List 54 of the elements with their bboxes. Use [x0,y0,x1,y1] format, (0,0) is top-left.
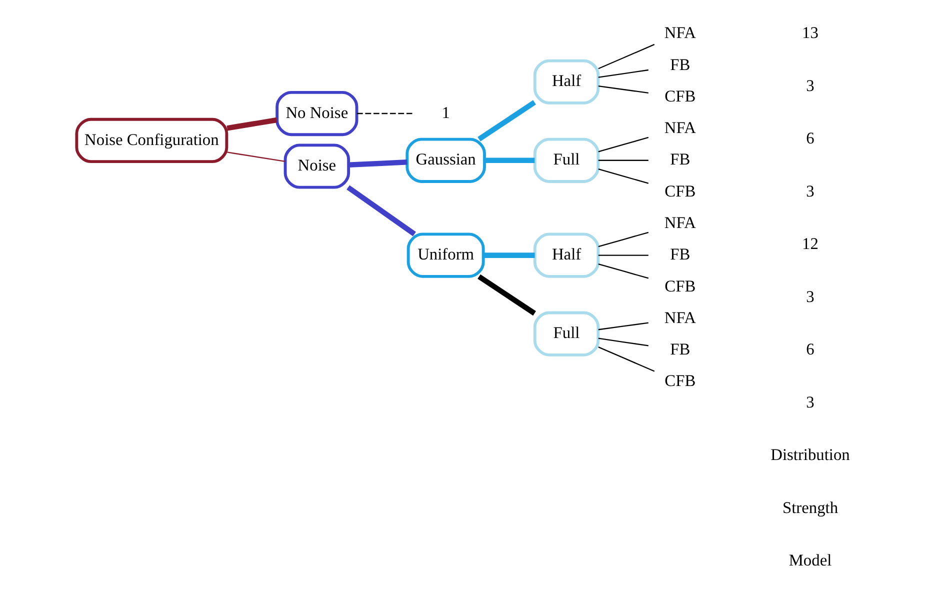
node-text: CFB [664,86,696,106]
node-text: CFB [664,276,696,296]
connector [478,100,536,142]
label: 3 [806,392,814,412]
node-text: CFB [664,371,696,390]
node-text: FB [670,244,690,264]
connector [227,152,286,162]
connector [598,232,649,248]
label: Distribution [770,445,850,464]
node-box: Noise [284,144,350,189]
label: 3 [806,286,814,306]
node-box: Noise Configuration [75,118,228,164]
connector [598,69,648,78]
connector [226,117,278,131]
connector [478,274,536,316]
node-text: FB [670,340,690,359]
node-text: NFA [664,23,696,42]
connector [346,185,416,236]
connector [484,158,535,164]
label: Strength [782,498,838,517]
label: 3 [806,181,814,200]
connector [598,346,655,372]
node-text: FB [670,54,690,74]
connector [598,160,648,161]
node-box: Half [533,59,600,104]
label: 3 [806,76,814,95]
node-box: Full [533,138,600,183]
connector [357,112,414,114]
label: 6 [806,340,814,359]
connector [598,254,648,256]
label: 13 [802,23,818,42]
node-text: 1 [442,102,450,122]
label: Model [788,550,832,570]
connector [598,263,649,279]
node-text: CFB [664,181,696,200]
connector [598,86,648,94]
node-box: Uniform [406,232,485,278]
label: 12 [802,234,818,254]
node-text: FB [670,150,690,169]
node-box: Full [533,311,600,356]
node-box: No Noise [276,90,358,136]
connector [598,338,648,346]
node-box: Half [533,232,600,278]
node-text: NFA [664,308,696,327]
connector [598,322,648,330]
node-text: NFA [664,118,696,138]
connector [483,252,535,258]
node-box: Gaussian [406,138,486,183]
connector [598,136,649,152]
connector [598,44,655,70]
label: 6 [806,128,814,148]
connector [348,160,408,168]
node-text: NFA [664,213,696,232]
connector [598,168,649,184]
